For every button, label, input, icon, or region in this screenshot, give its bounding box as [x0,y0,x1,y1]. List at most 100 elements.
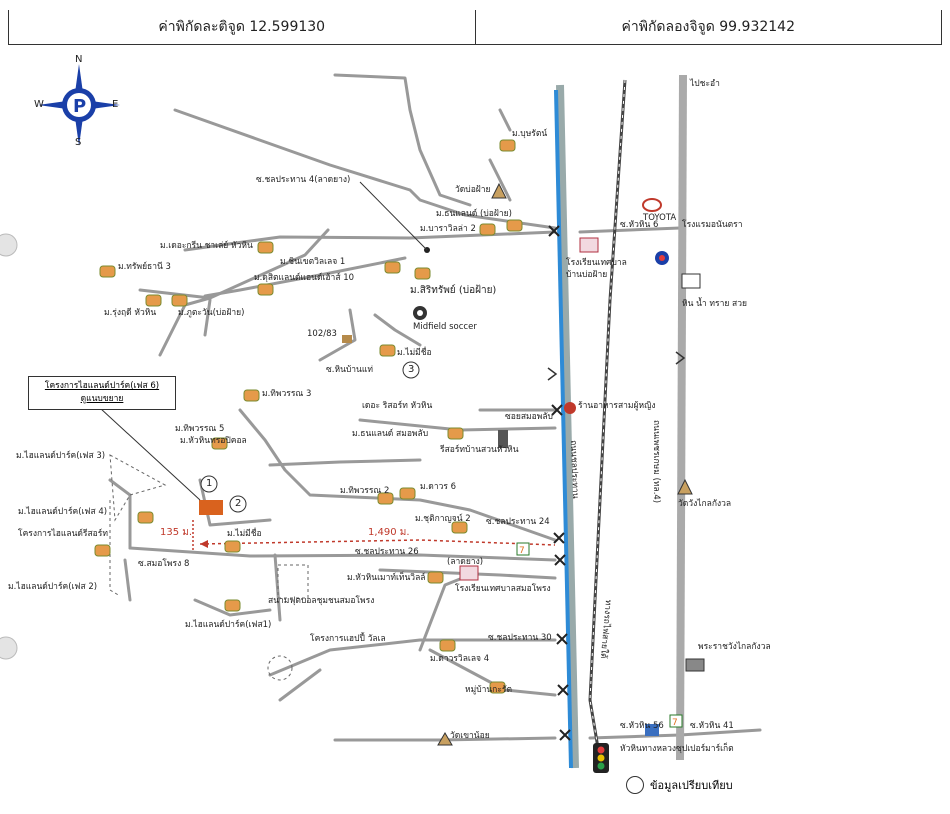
place-label: ม.ชินเขตวิลเลจ 1 [280,257,346,267]
road-label: ซ.ชลประทาน 26 [355,547,419,557]
road-label: ถนนชลประทาน [568,439,581,499]
school-icon [579,237,599,253]
railway-line [588,79,627,761]
compass-s: S [75,137,82,148]
place-label: โรงแรมอนันตรา [682,220,743,230]
road-label: ซ.หัวหิน 6 [620,220,659,230]
compass-n: N [75,54,83,65]
road-distance: 1,490 ม. [368,527,410,538]
place-label: ม.หัวหินทรอปิคอล [180,436,247,446]
compass-logo: P [38,64,120,146]
place-label: โครงการแฮปปี้ วัลเล [310,634,386,644]
coordinate-header: ค่าพิกัดละติจูด 12.599130 ค่าพิกัดลองจิจ… [8,10,942,45]
place-label: โครงการไฮแลนด์รีสอร์ท [18,529,108,539]
place-label: ม.ดุสิตแลนด์แอนด์เฮ้าส์ 10 [254,273,355,283]
road-break-marks [547,351,686,381]
place-label: 102/83 [307,329,337,339]
place-label: ม.ไฮแลนด์ปาร์ค(เฟส 3) [16,451,106,461]
vertical-distance: 135 ม. [160,527,193,538]
project-note: ดูแนบขยาย [80,393,124,404]
legend-label: ข้อมูลเปรียบเทียบ [650,779,733,792]
place-label: หมู่บ้านกะรัต [465,685,512,695]
marker-1 [200,475,218,493]
latitude-label: ค่าพิกัดละติจูด 12.599130 [158,19,326,35]
place-label: หิน น้ำ ทราย สวย [682,299,747,309]
toyota-icon [642,198,662,212]
place-label: ม.ไม่มีชื่อ [227,529,262,539]
hotel-icon [681,273,701,289]
binder-hole-bottom [0,636,18,660]
small-house-icon [342,335,352,343]
road-label: ซ.ชลประทาน 4(ลาดยาง) [256,175,351,185]
place-label: ม.ทิพวรรณ 5 [175,424,225,434]
place-label: ม.ดาวรวิลเลจ 4 [430,654,490,664]
marker-2 [229,495,247,513]
place-label: ม.ธนแลนด์ (บ่อฝ้าย) [436,209,512,219]
place-label: วัดบ่อฝ้าย [455,185,491,195]
highway-4 [676,74,687,761]
longitude-label: ค่าพิกัดลองจิจูด 99.932142 [474,10,942,44]
road-label: ซ.หัวหิน 41 [690,721,734,731]
canal-road [554,84,579,769]
football-icon [413,306,427,320]
junction-marks [548,225,571,741]
temple-icon-2 [677,478,693,495]
school-icon-2 [459,565,479,581]
minor-roads [108,73,762,742]
binder-hole-top [0,233,18,257]
svg-text:7: 7 [519,546,525,556]
project-label-box: โครงการไฮแลนด์ปาร์ค(เฟส 6) ดูแนบขยาย [28,376,176,410]
fuel-station-icon [655,251,669,265]
road-label: (ลาดยาง) [447,557,484,567]
place-label: โรงเรียนเทศบาลสมอโพรง [455,584,551,594]
place-label: ม.ไฮแลนด์ปาร์ค(เฟส 4) [18,507,108,517]
marker-1-label: 1 [206,478,213,489]
place-label: TOYOTA [643,213,677,223]
road-label: ซ.หัวหิน 56 [620,721,664,731]
place-label: ม.ไฮแลนด์ปาร์ค(เฟส1) [185,620,272,630]
compass-w: W [34,99,44,110]
place-label: โรงเรียนเทศบาล [566,258,627,268]
svg-text:P: P [73,96,86,117]
place-label: รีสอร์ทบ้านสวนหัวหิน [440,445,519,455]
place-label: ม.ดาวร 6 [420,482,457,492]
resort-icon [498,430,508,448]
palace-icon [685,658,705,672]
house-icons [94,139,523,694]
seven-eleven-icon-2: 7 [669,714,683,728]
place-label: สนามฟุตบอลชุมชนสมอโพรง [268,596,375,606]
restaurant-icon [564,402,576,414]
road-label: ซ.หินบ้านแท่ [326,365,373,375]
place-label: ม.หัวหินเมาท์เท็นวิลล์ [347,573,426,583]
temple-icon [491,182,507,199]
project-site [99,407,223,515]
marker-3 [402,361,420,379]
place-label: ม.บุษรัตน์ [512,129,548,139]
legend-circle-icon [626,776,644,794]
road-label: ซอยสมอพลับ [505,412,553,422]
marker-3-label: 3 [408,364,415,375]
place-label: ม.บาราวิลล่า 2 [420,224,476,234]
place-label: ม.รุ่งฤดี หัวหิน [104,308,157,318]
place-label: วัดเขาน้อย [450,731,490,741]
place-label: Midfield soccer [413,322,477,332]
market-icon [645,724,659,736]
marker-2-label: 2 [235,498,242,509]
compass-e: E [112,99,119,110]
place-label: วัดวังไกลกังวล [678,499,732,509]
place-label: หัวหินทางหลวงซุปเปอร์มาร์เก็ต [620,744,734,754]
place-label: ร้านอาหารสามผู้หญิง [578,401,656,411]
place-label: ม.ไม่มีชื่อ [397,348,432,358]
place-label: ม.เดอะกรีน ชาเล่ย์ หัวหิน [160,241,253,251]
place-label: ม.ทรัพย์ธานี 3 [118,262,171,272]
boundary-areas [109,454,309,681]
junction-dot [359,181,430,253]
distance-line [192,520,556,552]
place-label: ม.สิริทรัพย์ (บ่อฝ้าย) [410,285,497,296]
place-label: ม.ทิพวรรณ 3 [262,389,312,399]
place-label: ม.ภูตะวัน(บ่อฝ้าย) [178,308,245,318]
road-label: ซ.ชลประทาน 30 [488,633,552,643]
place-label: บ้านบ่อฝ้าย [566,270,608,280]
traffic-light-icon [593,743,609,773]
